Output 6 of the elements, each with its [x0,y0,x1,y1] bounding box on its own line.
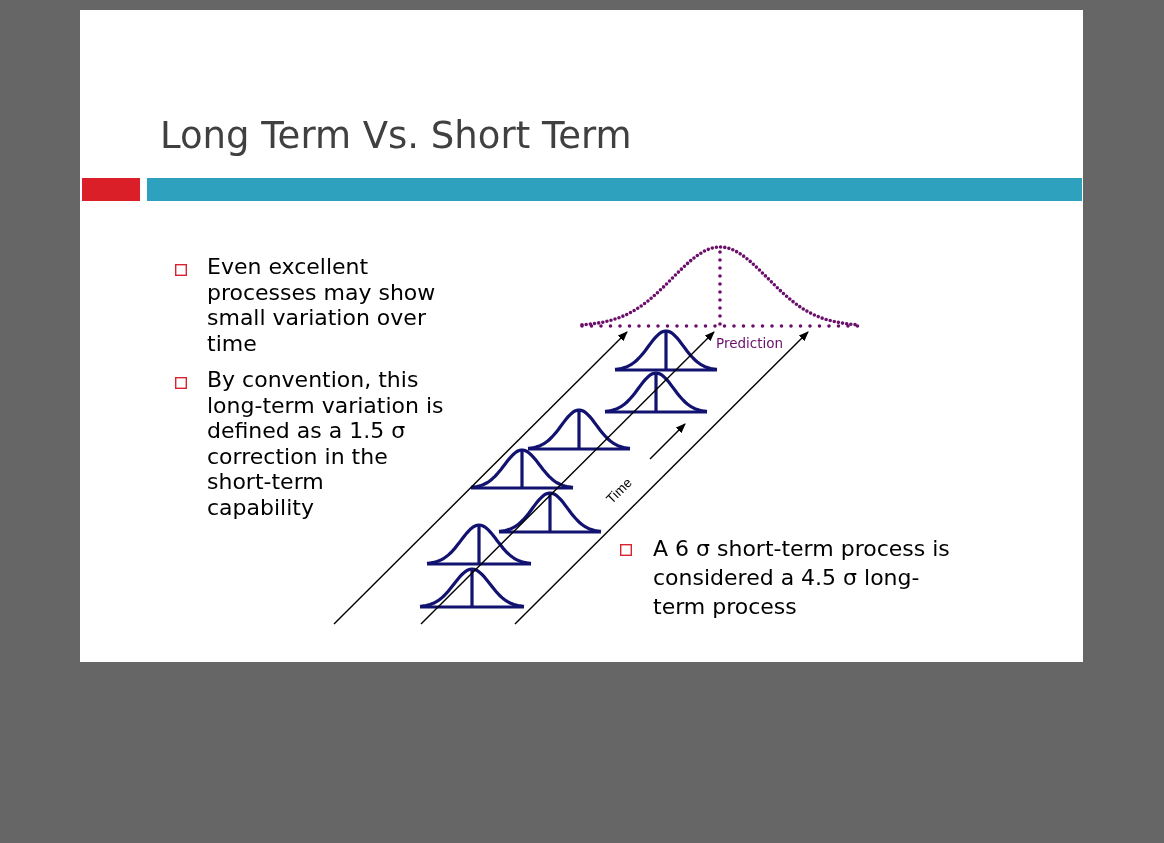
bullet-text: By convention, this long-term variation is defined as a 1.5 σ correction in the short-term capability [207,367,445,522]
bullet-text: Even excellent processes may show small variation over time [207,254,437,356]
prediction-label: Prediction [716,336,784,352]
time-label: Time [604,475,636,507]
slide-title: Long Term Vs. Short Term [160,114,632,158]
bullet-text: A 6 σ short-term process is considered a 4.5 σ long-term process [653,535,951,621]
